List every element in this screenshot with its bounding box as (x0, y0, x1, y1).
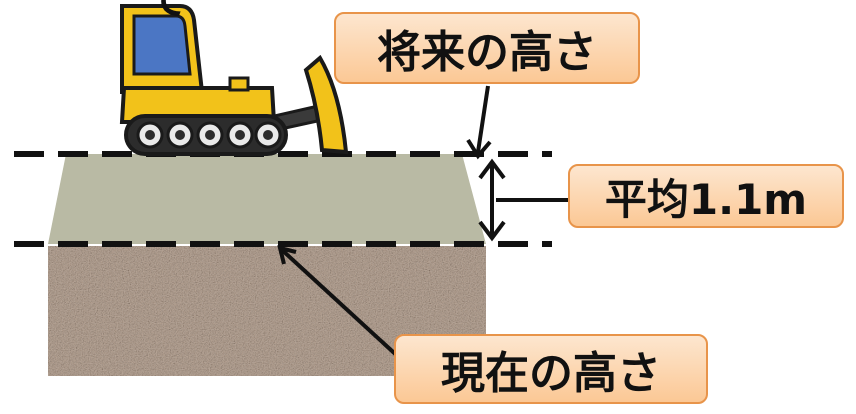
current-height-leader (277, 245, 406, 364)
current-height-callout: 現在の高さ (394, 334, 708, 404)
bulldozer-icon (119, 4, 349, 156)
average-thickness-callout: 平均1.1m (568, 164, 844, 228)
current-height-text: 現在の高さ (441, 348, 661, 399)
existing-ground (48, 246, 486, 376)
future-height-text: 将来の高さ (377, 27, 597, 78)
fill-soil-layer (48, 154, 486, 244)
thickness-dimension-arrow (478, 158, 506, 242)
future-height-leader (466, 85, 492, 160)
average-thickness-text: 平均1.1m (604, 174, 808, 224)
top-caption-fragment: て (146, 0, 188, 27)
future-height-callout: 将来の高さ (334, 12, 640, 84)
